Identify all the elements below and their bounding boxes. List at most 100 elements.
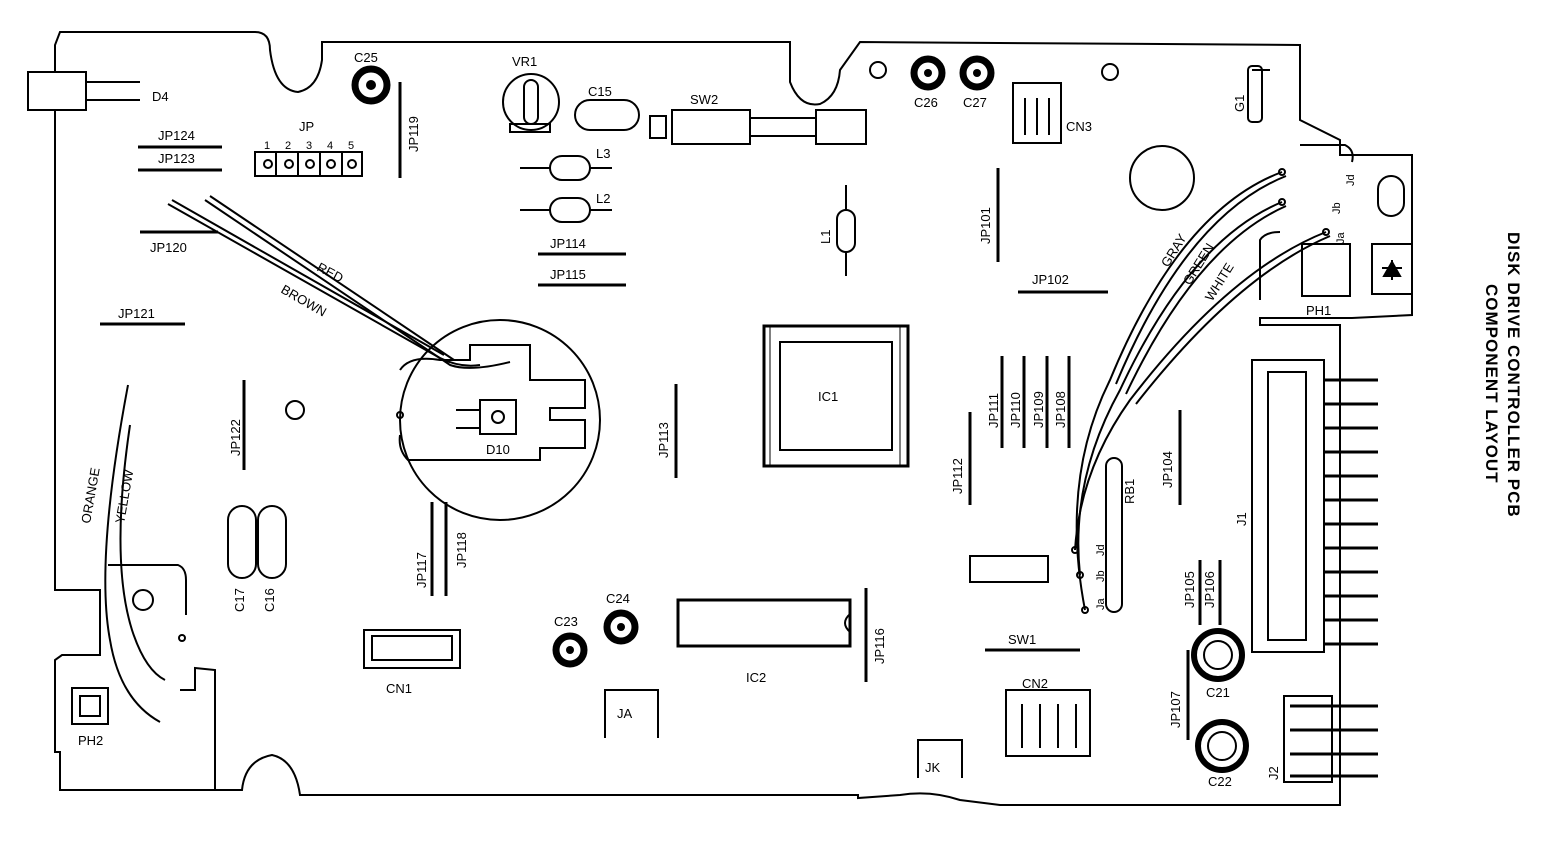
label-ja: JA (617, 706, 633, 721)
title-line-2: COMPONENT LAYOUT (1482, 284, 1501, 484)
d10-motor-circle (399, 319, 601, 521)
label-j2: J2 (1266, 766, 1281, 780)
label-vr1: VR1 (512, 54, 537, 69)
mounting-hole (869, 61, 887, 79)
label-jp116: JP116 (872, 628, 887, 664)
svg-text:1: 1 (264, 140, 270, 152)
label-j1: J1 (1234, 512, 1249, 526)
wire-yellow (119, 424, 166, 681)
c16-capacitor (257, 505, 287, 579)
label-jp110: JP110 (1008, 392, 1023, 428)
l2-inductor (549, 197, 591, 223)
label-ic2: IC2 (746, 670, 766, 685)
rb1-resistor-bank (1105, 457, 1123, 613)
label-g1: G1 (1232, 95, 1247, 112)
cn1-connector (363, 629, 461, 669)
label-d10: D10 (486, 442, 510, 457)
ic2-chip (676, 598, 852, 648)
c24-capacitor (603, 609, 639, 645)
label-jp: JP (299, 119, 314, 134)
label-jp113: JP113 (656, 422, 671, 458)
c15-capacitor (574, 99, 640, 131)
label-sw1: SW1 (1008, 632, 1036, 647)
label-jb-top: Jb (1331, 202, 1343, 214)
d4-led-body (27, 71, 87, 111)
label-jp118: JP118 (454, 532, 469, 568)
jk-jumper-clip (917, 739, 963, 778)
label-cn2: CN2 (1022, 676, 1048, 691)
label-l1: L1 (818, 230, 833, 244)
label-c25: C25 (354, 50, 378, 65)
label-jp102: JP102 (1032, 272, 1069, 287)
board-outline (54, 31, 1413, 806)
c25-capacitor (351, 65, 391, 105)
label-jp106: JP106 (1202, 571, 1217, 608)
wire-orange (104, 384, 161, 723)
label-ja-top: Ja (1335, 232, 1347, 245)
mounting-hole (1129, 145, 1195, 211)
ic1-chip (762, 324, 910, 468)
ph1-photo-sensor (1301, 243, 1351, 297)
vr1-potentiometer (502, 73, 560, 131)
label-jp119: JP119 (406, 116, 421, 152)
c27-capacitor (959, 55, 995, 91)
label-c22: C22 (1208, 774, 1232, 789)
wire-white (1074, 231, 1327, 551)
diagram-title: DISK DRIVE CONTROLLER PCB COMPONENT LAYO… (1482, 232, 1523, 518)
label-jd-top: Jd (1345, 174, 1357, 186)
label-l3: L3 (596, 146, 610, 161)
label-cn1: CN1 (386, 681, 412, 696)
label-ph1: PH1 (1306, 303, 1331, 318)
label-jp124: JP124 (158, 128, 195, 143)
svg-text:4: 4 (327, 140, 333, 152)
mounting-hole (132, 589, 154, 611)
c22-capacitor (1195, 719, 1249, 773)
cn2-connector (1005, 689, 1091, 757)
label-cn3: CN3 (1066, 119, 1092, 134)
label-jd-bot: Jd (1095, 544, 1107, 556)
label-sw2: SW2 (690, 92, 718, 107)
svg-text:3: 3 (306, 140, 312, 152)
j1-pins (1324, 378, 1378, 646)
label-wire-yellow: YELLOW (112, 468, 136, 525)
j2-connector (1283, 695, 1333, 783)
label-jp109: JP109 (1031, 391, 1046, 428)
d10-bracket (398, 344, 586, 461)
label-c27: C27 (963, 95, 987, 110)
label-c23: C23 (554, 614, 578, 629)
label-c17: C17 (232, 588, 247, 612)
title-line-1: DISK DRIVE CONTROLLER PCB (1504, 232, 1523, 518)
label-ja-bot: Ja (1095, 598, 1107, 611)
c21-capacitor (1191, 628, 1245, 682)
component-labels: D4 C25 VR1 C15 SW2 C26 C27 CN3 G1 JP124 … (78, 50, 1357, 789)
label-wire-orange: ORANGE (78, 466, 103, 524)
label-jp105: JP105 (1182, 571, 1197, 608)
label-l2: L2 (596, 191, 610, 206)
cn3-connector (1012, 82, 1062, 144)
label-jp108: JP108 (1053, 391, 1068, 428)
label-rb1: RB1 (1122, 479, 1137, 504)
ph2-photo-sensor (71, 687, 109, 725)
board-notch-bottom (180, 666, 216, 790)
label-jp104: JP104 (1160, 451, 1175, 488)
label-wire-brown: BROWN (279, 282, 330, 320)
svg-text:5: 5 (348, 140, 354, 152)
label-wire-gray: GRAY (1158, 231, 1190, 270)
svg-text:2: 2 (285, 140, 291, 152)
l1-inductor (836, 209, 856, 253)
label-c26: C26 (914, 95, 938, 110)
c26-capacitor (910, 55, 946, 91)
label-jb-bot: Jb (1095, 570, 1107, 582)
label-jk: JK (925, 760, 941, 775)
jp-pin-numbers: 1 2 3 4 5 (264, 140, 354, 152)
wire-red (167, 203, 481, 367)
c17-capacitor (227, 505, 257, 579)
label-ph2: PH2 (78, 733, 103, 748)
mounting-hole (178, 634, 186, 642)
g1-ground-clip (1247, 65, 1263, 123)
label-jp117: JP117 (414, 552, 429, 588)
label-c16: C16 (262, 588, 277, 612)
label-c15: C15 (588, 84, 612, 99)
